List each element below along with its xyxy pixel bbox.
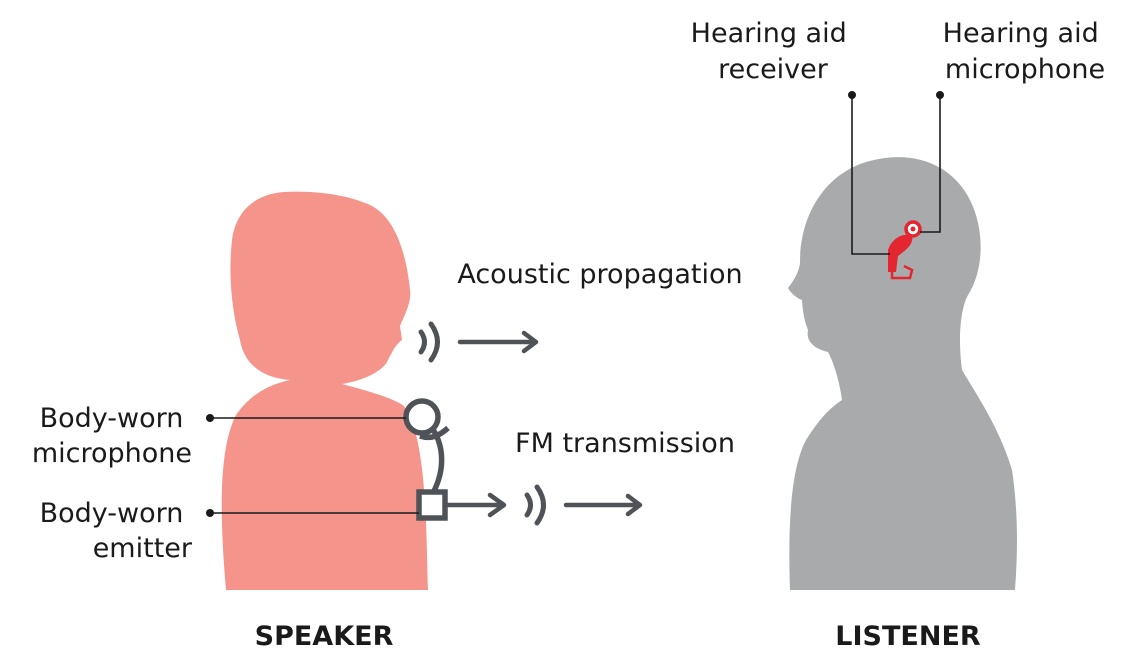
body-worn-microphone-label: Body-worn microphone [32, 403, 192, 469]
fm-wave-outer-icon [534, 484, 546, 526]
listener-caption: LISTENER [835, 621, 981, 652]
speaker-silhouette [221, 191, 428, 590]
emitter-antenna-icon [444, 492, 507, 518]
body-worn-microphone-device [403, 398, 450, 495]
fm-wave-inner-icon [524, 492, 533, 518]
acoustic-wave-outer-icon [428, 321, 440, 363]
hearing-aid-receiver-leader [851, 95, 890, 255]
acoustic-arrow-icon [457, 330, 539, 354]
hearing-aid-receiver-label: Hearing aid receiver [691, 18, 856, 85]
body-worn-microphone-leader-dot [206, 414, 214, 422]
hearing-aid-microphone-leader [920, 95, 941, 233]
body-worn-emitter-leader-dot [206, 509, 214, 517]
speaker-caption: SPEAKER [255, 621, 394, 652]
hearing-aid-microphone-leader-dot [936, 91, 944, 99]
listener-silhouette [788, 157, 1017, 590]
fm-arrow-icon [563, 493, 643, 517]
acoustic-wave-inner-icon [418, 329, 427, 355]
fm-transmission-label: FM transmission [515, 428, 735, 459]
body-worn-emitter-device [416, 489, 448, 521]
body-worn-emitter-label: Body-worn emitter [40, 498, 193, 564]
hearing-aid-device [888, 220, 922, 280]
hearing-aid-microphone-label: Hearing aid microphone [943, 18, 1108, 85]
acoustic-propagation-label: Acoustic propagation [457, 259, 742, 290]
hearing-aid-receiver-leader-dot [848, 91, 856, 99]
